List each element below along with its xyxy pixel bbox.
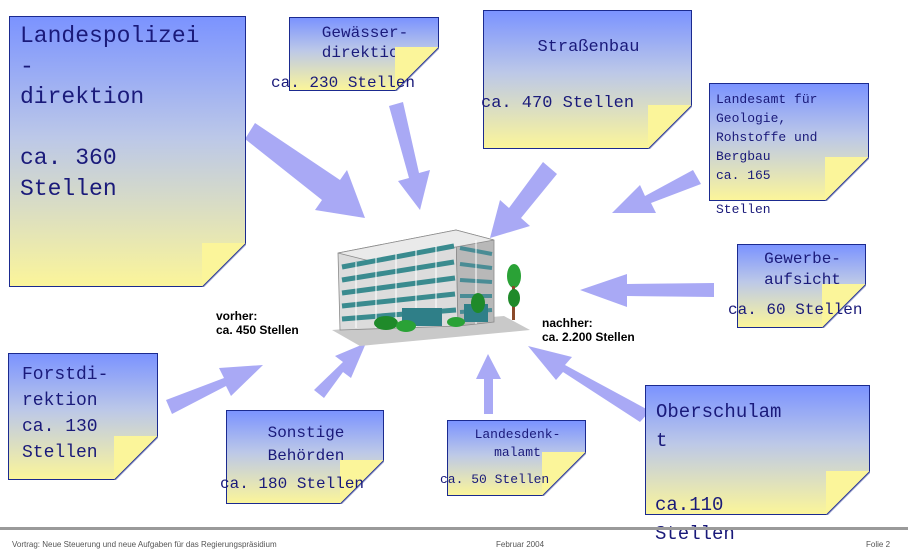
arrow-landespolizei — [245, 123, 365, 218]
footer-middle: Februar 2004 — [496, 540, 545, 549]
box-strassenbau-count: ca. 470 Stellen — [481, 94, 635, 113]
box-landesdenkmalamt-count: ca. 50 Stellen — [440, 472, 550, 487]
footer-left: Vortrag: Neue Steuerung und neue Aufgabe… — [12, 540, 277, 549]
arrow-landesdenk — [476, 354, 501, 414]
box-gewerbeaufsicht-text: Gewerbe- aufsicht — [764, 250, 841, 289]
arrow-oberschulamt — [528, 346, 650, 422]
box-oberschulamt-text: Oberschulam t — [656, 401, 782, 452]
box-landesdenkmalamt: Landesdenk- malamt — [447, 420, 586, 496]
box-gewaesserdirektion: Gewässer- direktion — [289, 17, 439, 91]
footer-right: Folie 2 — [866, 540, 891, 549]
arrow-gewerbe — [580, 274, 714, 307]
box-sonstige-behoerden-count: ca. 180 Stellen — [220, 475, 365, 493]
box-gewerbeaufsicht: Gewerbe- aufsicht — [737, 244, 866, 328]
box-oberschulamt-count: ca.110 Stellen — [655, 494, 735, 545]
arrow-strassenbau — [490, 162, 557, 238]
box-landesamt-geologie: Landesamt für Geologie, Rohstoffe und Be… — [709, 83, 869, 201]
label-nachher: nachher: ca. 2.200 Stellen — [542, 316, 635, 344]
box-landesamt-geologie-count: Stellen — [716, 202, 771, 217]
box-landesamt-geologie-text: Landesamt für Geologie, Rohstoffe und Be… — [716, 92, 818, 183]
office-building-illustration — [332, 229, 530, 346]
box-strassenbau-title: Straßenbau — [537, 38, 640, 57]
box-gewaesserdirektion-count: ca. 230 Stellen — [271, 74, 416, 92]
box-sonstige-behoerden-text: Sonstige Behörden — [267, 424, 345, 465]
box-landespolizeidirektion: Landespolizei - direktion ca. 360 Stelle… — [9, 16, 246, 287]
box-forstdirektion-text: Forstdi- rektion ca. 130 Stellen — [22, 365, 109, 463]
arrow-landesamt — [612, 170, 701, 213]
label-vorher: vorher: ca. 450 Stellen — [216, 309, 299, 337]
box-gewerbeaufsicht-count: ca. 60 Stellen — [728, 301, 863, 319]
arrow-forst — [166, 365, 263, 414]
box-gewaesserdirektion-text: Gewässer- direktion — [321, 24, 409, 62]
box-landesdenkmalamt-text: Landesdenk- malamt — [474, 427, 561, 460]
footer-divider — [0, 527, 908, 530]
box-strassenbau: Straßenbau — [483, 10, 692, 149]
arrow-sonstige — [314, 343, 366, 398]
box-oberschulamt: Oberschulam t — [645, 385, 870, 515]
arrow-gewaesser — [389, 102, 430, 210]
box-forstdirektion: Forstdi- rektion ca. 130 Stellen — [8, 353, 158, 480]
box-sonstige-behoerden: Sonstige Behörden — [226, 410, 384, 504]
box-landespolizeidirektion-text: Landespolizei - direktion ca. 360 Stelle… — [20, 23, 200, 202]
